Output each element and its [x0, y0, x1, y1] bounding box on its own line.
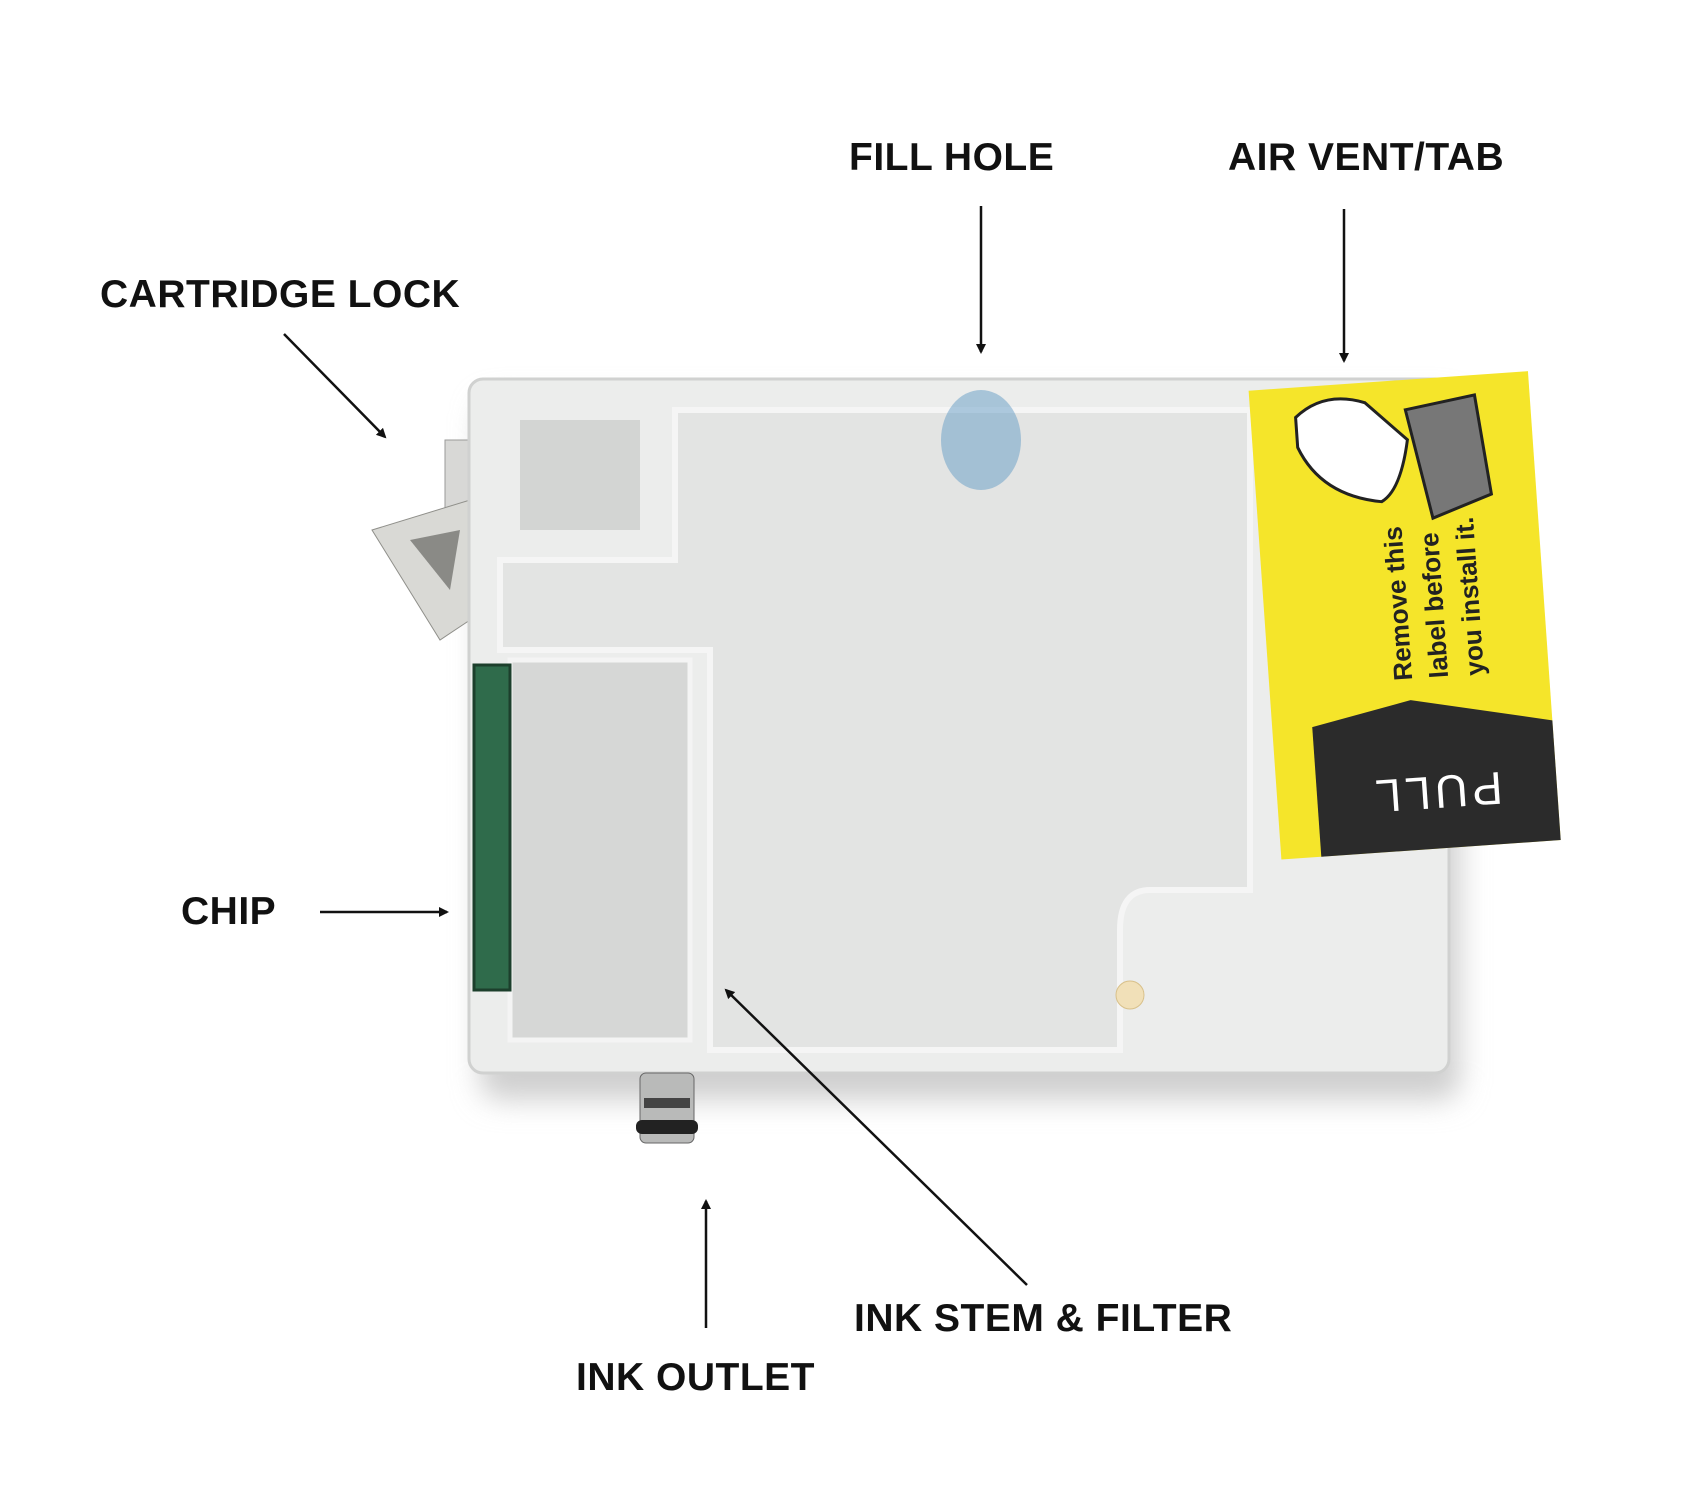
cartridge-lock [371, 439, 471, 641]
label-ink-stem: INK STEM & FILTER [854, 1297, 1233, 1340]
sticker-dark-band [1312, 700, 1561, 857]
label-cartridge-lock: CARTRIDGE LOCK [100, 273, 461, 316]
cartridge-lock-arrow [283, 333, 387, 439]
chip [472, 663, 512, 992]
cartridge-pictogram-icon [1403, 393, 1494, 521]
label-air-vent: AIR VENT/TAB [1228, 136, 1505, 179]
pull-tab-sticker: Remove this label before you install it.… [1248, 371, 1561, 860]
label-chip: CHIP [181, 890, 277, 933]
air-vent-plug [1115, 980, 1145, 1010]
lock-recess [520, 420, 640, 530]
fill-hole [941, 390, 1021, 490]
pull-text: PULL [1370, 762, 1504, 823]
label-ink-outlet: INK OUTLET [576, 1356, 815, 1399]
label-fill-hole: FILL HOLE [849, 136, 1055, 179]
ink-stem-arrow [724, 988, 1028, 1286]
hand-icon [1294, 397, 1410, 504]
filter-chamber [507, 657, 693, 1043]
ink-outlet [636, 1072, 698, 1144]
cartridge-chamber [497, 407, 1253, 1053]
